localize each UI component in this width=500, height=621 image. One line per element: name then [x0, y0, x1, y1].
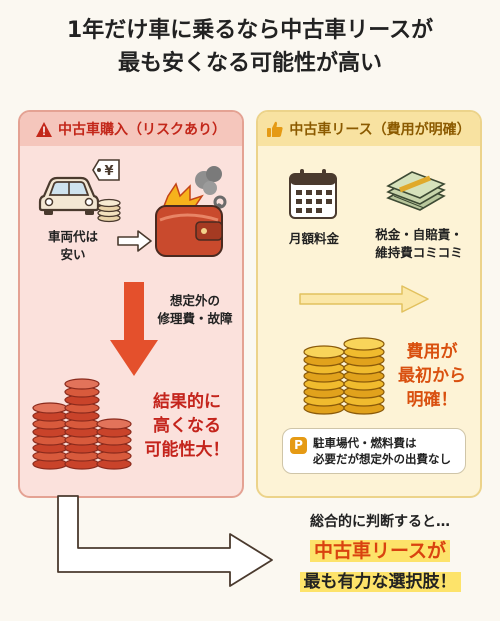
clear-cost-line-3: 明確！: [406, 390, 458, 410]
parking-icon: P: [290, 437, 307, 454]
gold-coin-stacks-icon: [303, 337, 385, 415]
higher-cost-line-1: 結果的に: [153, 392, 221, 412]
car-to-repair-arrow: [117, 230, 152, 252]
parking-fuel-line-2: 必要だが想定外の出費なし: [313, 452, 451, 466]
conclusion-final: 最も有力な選択肢！: [260, 570, 500, 594]
used-car-lease-header: 中古車リース（費用が明確）: [258, 112, 480, 146]
conclusion-intro: 総合的に判断すると…: [310, 514, 450, 530]
down-arrow-icon: [110, 282, 158, 376]
broken-wallet-icon: [155, 166, 227, 257]
vehicle-price-label: 車両代は 安い: [38, 228, 108, 264]
red-coin-stacks-icon: [32, 378, 132, 470]
monthly-fee-label: 月額料金: [278, 230, 350, 248]
price-tag-icon: ¥: [92, 159, 120, 181]
money-bundle-icon: [386, 171, 446, 211]
clear-cost-line-1: 費用が: [406, 342, 458, 362]
higher-cost-result: 結果的に 高くなる 可能性大！: [132, 390, 242, 462]
warning-icon: [36, 121, 52, 137]
price-tag-symbol: ¥: [104, 164, 113, 179]
repair-cost-line-2: 修理費・故障: [157, 311, 233, 326]
monthly-fee-text: 月額料金: [288, 231, 339, 246]
conclusion-highlight: 中古車リースが: [260, 538, 500, 564]
tax-included-line-1: 税金・自賠責・: [375, 227, 463, 242]
repair-cost-line-1: 想定外の: [169, 293, 220, 308]
used-car-purchase-header: 中古車購入（リスクあり）: [20, 112, 242, 146]
repair-cost-label: 想定外の 修理費・故障: [150, 292, 240, 328]
higher-cost-line-3: 可能性大！: [144, 440, 230, 460]
small-coin-stack-icon: [97, 198, 121, 223]
conclusion-highlight-text: 中古車リースが: [309, 540, 451, 562]
vehicle-price-line-1: 車両代は: [47, 229, 98, 244]
page-title: 1年だけ車に乗るなら中古車リースが 最も安くなる可能性が高い: [0, 14, 500, 80]
clear-cost-line-2: 最初から: [398, 366, 466, 386]
thumbs-up-icon: [267, 121, 283, 137]
clear-cost-result: 費用が 最初から 明確！: [386, 340, 478, 412]
conclusion-arrow-icon: [57, 495, 273, 587]
higher-cost-line-2: 高くなる: [153, 416, 221, 436]
car-icon: [38, 176, 100, 215]
calendar-icon: [289, 169, 337, 219]
tax-included-label: 税金・自賠責・ 維持費コミコミ: [362, 226, 476, 262]
title-line-2: 最も安くなる可能性が高い: [117, 51, 382, 76]
parking-fuel-line-1: 駐車場代・燃料費は: [313, 436, 417, 450]
conclusion-final-text: 最も有力な選択肢！: [299, 572, 461, 592]
title-line-1: 1年だけ車に乗るなら中古車リースが: [66, 18, 434, 43]
tax-included-line-2: 維持費コミコミ: [375, 245, 463, 260]
used-car-purchase-title: 中古車購入（リスクあり）: [58, 122, 226, 138]
parking-fuel-note: P 駐車場代・燃料費は 必要だが想定外の出費なし: [282, 428, 466, 474]
vehicle-price-line-2: 安い: [60, 247, 86, 262]
right-arrow-icon: [299, 285, 429, 313]
used-car-lease-title: 中古車リース（費用が明確）: [289, 122, 471, 138]
